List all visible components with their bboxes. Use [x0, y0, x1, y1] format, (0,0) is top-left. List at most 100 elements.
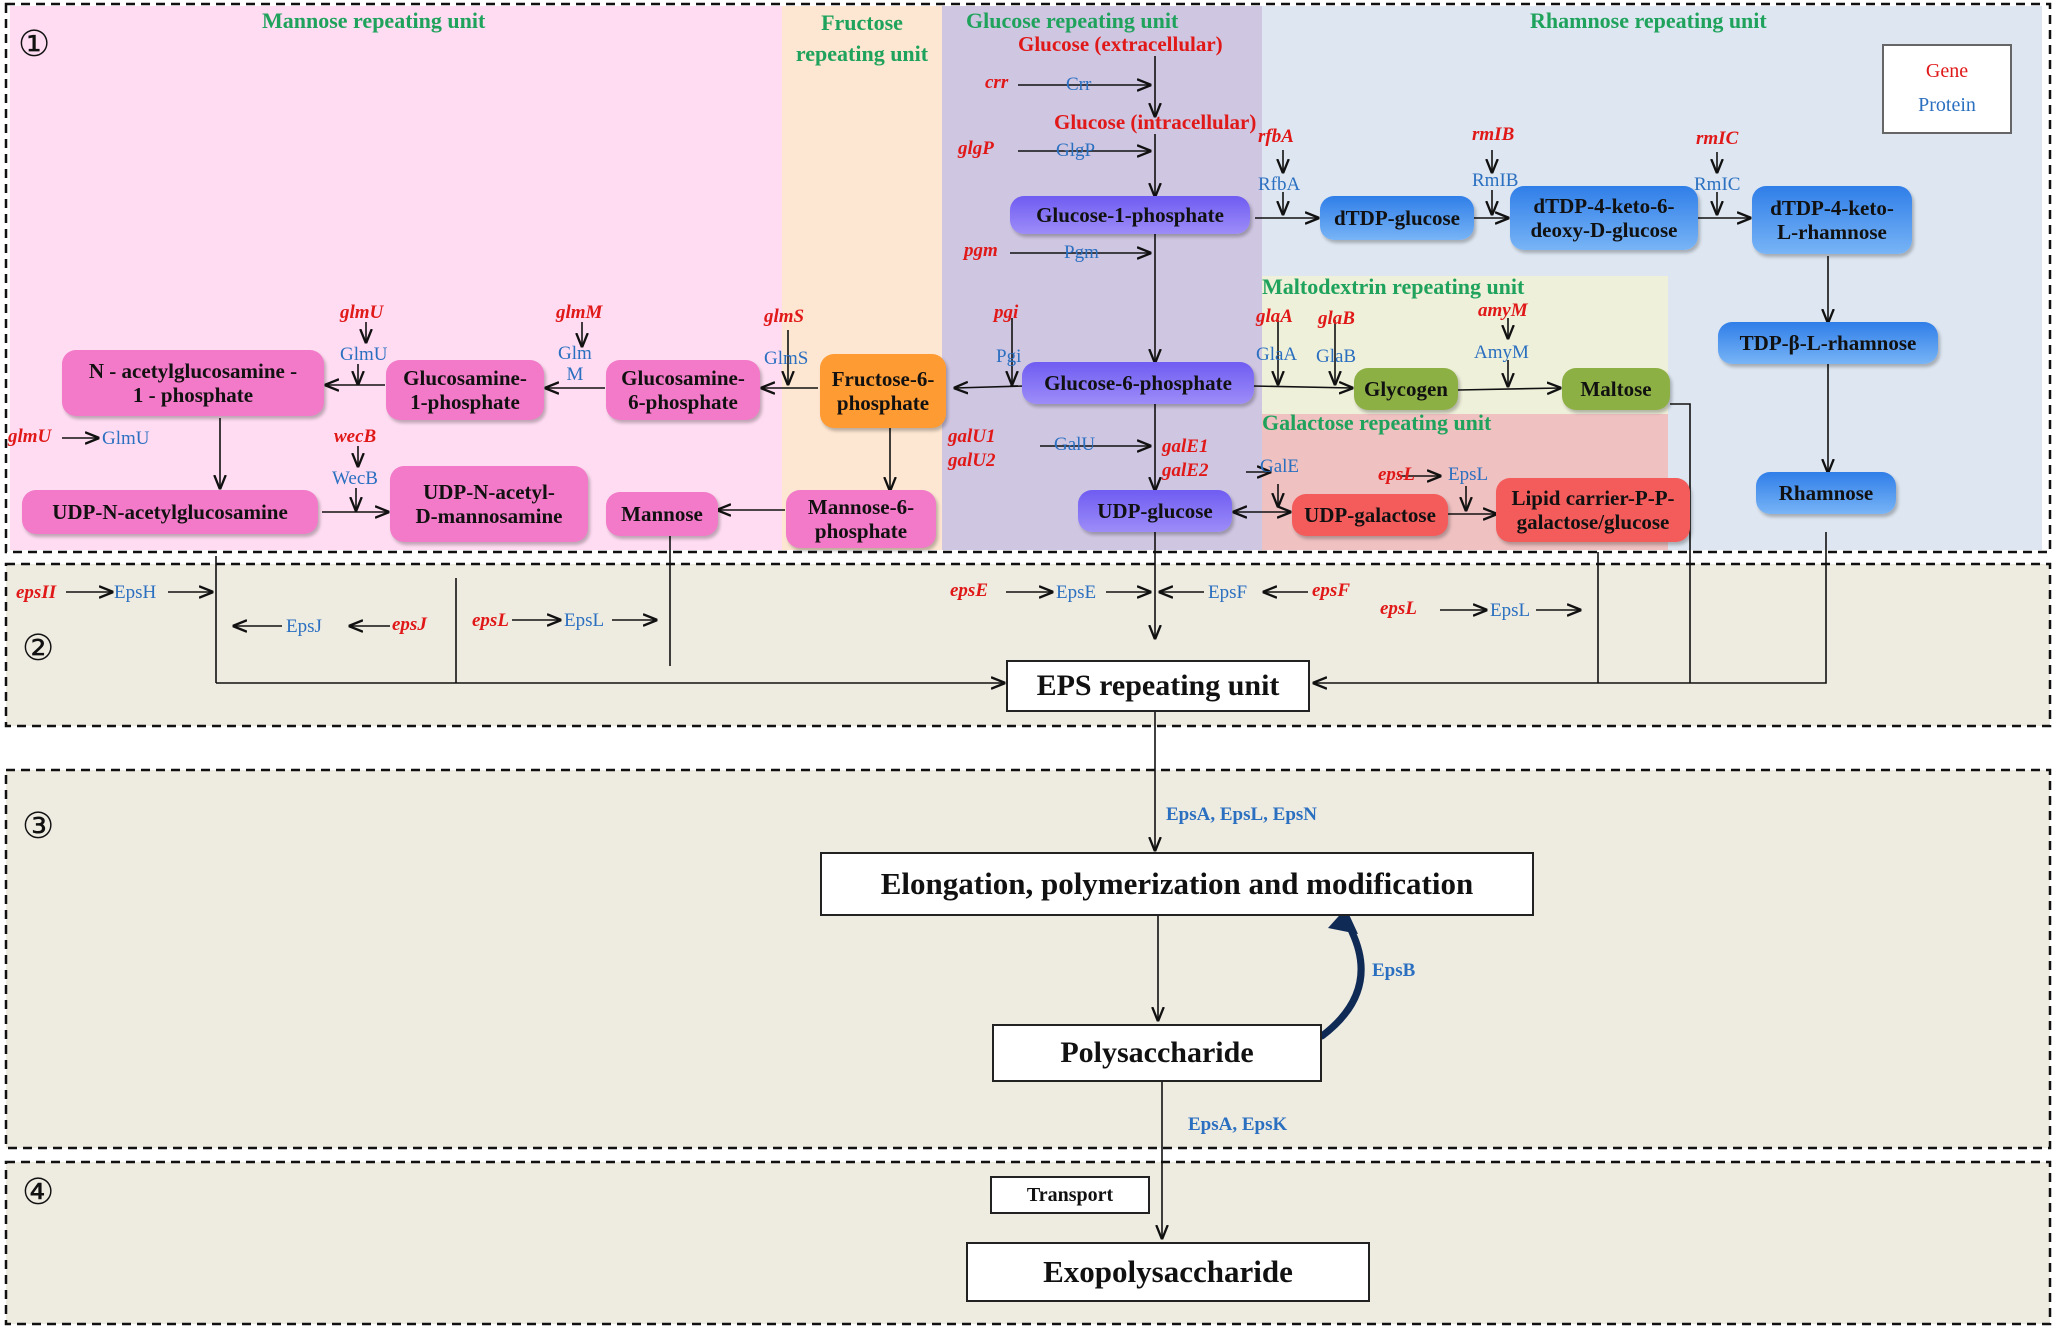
gene-rfba: rfbA	[1258, 126, 1294, 147]
box-polysaccharide: Polysaccharide	[992, 1024, 1322, 1082]
node-glucosamine-1-phosphate: Glucosamine- 1-phosphate	[386, 360, 544, 420]
gene-epsl-a: epsL	[472, 610, 509, 631]
node-glucosamine-6-phosphate: Glucosamine- 6-phosphate	[606, 360, 760, 420]
gene-epsj: epsJ	[392, 614, 427, 635]
gene-glmu-top: glmU	[340, 302, 384, 323]
label-glucose-intracellular: Glucose (intracellular)	[1054, 110, 1257, 134]
region-glucose-bg	[942, 6, 1262, 550]
protein-galu: GalU	[1054, 434, 1096, 455]
protein-pgi: Pgi	[996, 346, 1022, 367]
gene-epse: epsE	[950, 580, 988, 601]
gene-glmu-left: glmU	[8, 426, 52, 447]
stage-number-2: ②	[22, 628, 55, 669]
box-transport: Transport	[990, 1176, 1150, 1214]
arrow-g6p-to-f6p	[955, 386, 1026, 388]
gene-epsl-galactose: epsL	[1378, 464, 1415, 485]
epsb-curve-arrow	[1318, 914, 1365, 1040]
region-label-glucose: Glucose repeating unit	[966, 8, 1179, 33]
stage2-frame	[4, 562, 2052, 728]
arrow-g6p-to-glycogen	[1252, 386, 1352, 388]
gene-amym: amyM	[1478, 300, 1528, 321]
gene-epsl-b: epsL	[1380, 598, 1417, 619]
protein-epsl-galactose: EpsL	[1448, 464, 1489, 485]
protein-glms: GlmS	[764, 348, 809, 369]
protein-epsl-b: EpsL	[1490, 600, 1531, 621]
gene-wecb: wecB	[334, 426, 377, 447]
protein-glgp: GlgP	[1056, 140, 1096, 161]
node-dtdp-glucose: dTDP-glucose	[1320, 196, 1474, 240]
protein-stage4-enzymes: EpsA, EpsK	[1188, 1114, 1288, 1135]
node-mannose-6-phosphate: Mannose-6- phosphate	[786, 490, 936, 548]
node-udp-n-acetyl-d-mannosamine: UDP-N-acetyl- D-mannosamine	[390, 466, 588, 542]
gene-gale2: galE2	[1162, 460, 1209, 481]
protein-epsb: EpsB	[1372, 960, 1416, 981]
protein-gale: GalE	[1260, 456, 1300, 477]
gene-pgi: pgi	[994, 302, 1019, 323]
stage4-frame	[4, 1160, 2052, 1326]
node-glucose-1-phosphate: Glucose-1-phosphate	[1010, 196, 1250, 234]
line-maltose-down	[1670, 403, 1691, 683]
stage3-frame	[4, 768, 2052, 1150]
node-udp-glucose: UDP-glucose	[1078, 490, 1232, 532]
stage-number-1: ①	[18, 24, 51, 65]
gene-galu1: galU1	[948, 426, 996, 447]
gene-galu2: galU2	[948, 450, 996, 471]
stage1-frame	[4, 2, 2052, 554]
protein-glmm: Glm M	[558, 343, 592, 385]
line-rham-down	[1314, 532, 1827, 683]
protein-wecb: WecB	[332, 468, 378, 489]
node-rhamnose: Rhamnose	[1756, 472, 1896, 514]
gene-glaa: glaA	[1256, 306, 1293, 327]
stage3-bg	[6, 770, 2050, 1148]
protein-rfba: RfbA	[1258, 174, 1301, 195]
node-udp-galactose: UDP-galactose	[1292, 494, 1448, 536]
protein-epsf: EpsF	[1208, 582, 1248, 603]
epsb-arrowhead	[1328, 908, 1358, 934]
box-elongation-polymerization-modification: Elongation, polymerization and modificat…	[820, 852, 1534, 916]
gene-glab: glaB	[1318, 308, 1355, 329]
node-dtdp-4-keto-6-deoxy-d-glucose: dTDP-4-keto-6- deoxy-D-glucose	[1510, 186, 1698, 250]
arrow-glycogen-to-maltose	[1457, 388, 1560, 390]
stage-number-4: ④	[22, 1172, 55, 1213]
legend-box: Gene Protein	[1882, 44, 2012, 134]
legend-gene: Gene	[1925, 60, 1969, 82]
label-glucose-extracellular: Glucose (extracellular)	[1018, 32, 1223, 56]
box-eps-repeating-unit: EPS repeating unit	[1006, 660, 1310, 712]
gene-glgp: glgP	[958, 138, 994, 159]
node-dtdp-4-keto-l-rhamnose: dTDP-4-keto- L-rhamnose	[1752, 186, 1912, 254]
protein-rmlc: RmIC	[1694, 174, 1741, 195]
stage-number-3: ③	[22, 806, 55, 847]
protein-glab: GlaB	[1316, 346, 1357, 367]
region-label-maltodextrin: Maltodextrin repeating unit	[1262, 274, 1525, 299]
protein-glaa: GlaA	[1256, 344, 1298, 365]
gene-crr: crr	[985, 72, 1009, 93]
gene-pgm: pgm	[964, 240, 998, 261]
protein-epsl-a: EpsL	[564, 610, 605, 631]
gene-glms: glmS	[764, 306, 805, 327]
protein-crr: Crr	[1066, 74, 1092, 95]
gene-gale1: galE1	[1162, 436, 1209, 457]
region-label-galactose: Galactose repeating unit	[1262, 410, 1492, 435]
node-udp-n-acetylglucosamine: UDP-N-acetylglucosamine	[22, 490, 318, 534]
legend-protein: Protein	[1918, 94, 1976, 116]
node-maltose: Maltose	[1562, 368, 1670, 410]
region-label-mannose: Mannose repeating unit	[262, 8, 486, 33]
protein-epse: EpsE	[1056, 582, 1097, 603]
node-glucose-6-phosphate: Glucose-6-phosphate	[1022, 362, 1254, 404]
node-n-acetylglucosamine-1-phosphate: N - acetylglucosamine - 1 - phosphate	[62, 350, 324, 416]
node-lipid-carrier-galactose-glucose: Lipid carrier-P-P- galactose/glucose	[1496, 478, 1690, 542]
node-mannose: Mannose	[606, 492, 718, 536]
gene-rmlb: rmIB	[1472, 124, 1515, 145]
region-mannose-bg	[10, 6, 782, 550]
gene-rmlc: rmIC	[1696, 128, 1739, 149]
protein-rmlb: RmIB	[1472, 170, 1519, 191]
protein-glmu-left: GlmU	[102, 428, 150, 449]
protein-pgm: Pgm	[1064, 242, 1099, 263]
box-exopolysaccharide: Exopolysaccharide	[966, 1242, 1370, 1302]
node-glycogen: Glycogen	[1354, 368, 1458, 410]
gene-epsh: epsII	[16, 582, 57, 603]
node-tdp-beta-l-rhamnose: TDP-β-L-rhamnose	[1718, 322, 1938, 364]
protein-amym: AmyM	[1474, 342, 1529, 363]
